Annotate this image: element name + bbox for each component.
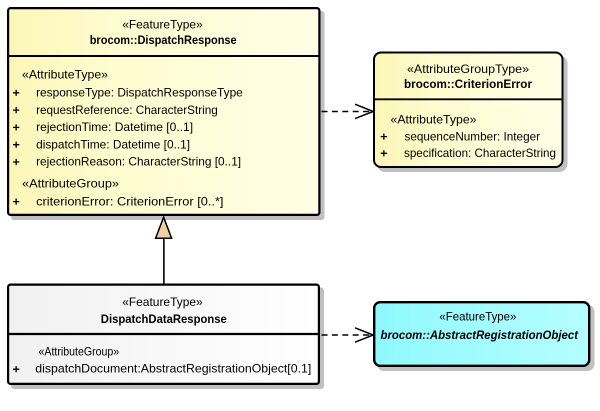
svg-text:«AttributeGroup»: «AttributeGroup»: [22, 177, 119, 191]
svg-text:«FeatureType»: «FeatureType»: [122, 17, 203, 31]
svg-text:dispatchTime: Datetime [0..1]: dispatchTime: Datetime [0..1]: [36, 137, 190, 151]
svg-text:«AttributeType»: «AttributeType»: [391, 113, 477, 127]
svg-text:rejectionReason: CharacterStri: rejectionReason: CharacterString [0..1]: [36, 155, 241, 169]
svg-text:«FeatureType»: «FeatureType»: [439, 309, 516, 323]
svg-text:specification: CharacterString: specification: CharacterString: [404, 146, 556, 160]
svg-text:responseType: DispatchResponse: responseType: DispatchResponseType: [36, 86, 243, 100]
svg-text:sequenceNumber: Integer: sequenceNumber: Integer: [405, 129, 541, 143]
svg-text:rejectionTime: Datetime [0..1]: rejectionTime: Datetime [0..1]: [36, 120, 193, 134]
svg-text:brocom::DispatchResponse: brocom::DispatchResponse: [90, 33, 237, 47]
svg-text:brocom::CriterionError: brocom::CriterionError: [404, 77, 532, 91]
svg-text:dispatchDocument:AbstractRegis: dispatchDocument:AbstractRegistrationObj…: [35, 362, 311, 376]
svg-text:criterionError: CriterionError: criterionError: CriterionError [0..*]: [36, 194, 223, 208]
svg-text:«AttributeGroupType»: «AttributeGroupType»: [407, 62, 529, 76]
svg-text:requestReference: CharacterStr: requestReference: CharacterString: [36, 103, 218, 117]
svg-text:«AttributeGroup»: «AttributeGroup»: [39, 344, 120, 358]
svg-text:«FeatureType»: «FeatureType»: [122, 295, 203, 309]
svg-text:«AttributeType»: «AttributeType»: [22, 68, 108, 82]
svg-text:DispatchDataResponse: DispatchDataResponse: [101, 312, 227, 326]
svg-text:brocom::AbstractRegistrationOb: brocom::AbstractRegistrationObject: [381, 328, 579, 342]
